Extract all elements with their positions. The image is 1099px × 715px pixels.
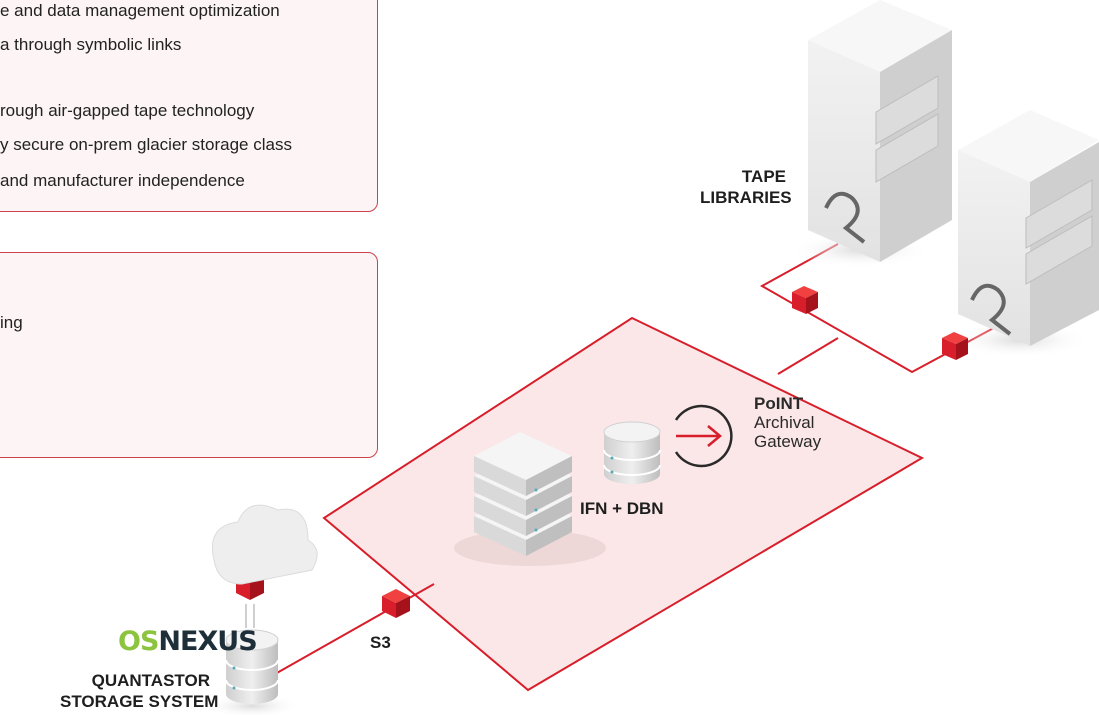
- gateway-sub-line: Gateway: [754, 432, 822, 451]
- quantastor-label: QUANTASTOR STORAGE SYSTEM: [60, 670, 219, 712]
- tape-libraries-label: TAPE LIBRARIES: [700, 166, 792, 208]
- feature-box-bottom: [0, 252, 378, 458]
- cloud-icon: [212, 504, 318, 628]
- feature-line: rough air-gapped tape technology: [0, 101, 255, 120]
- server-rack-icon: [950, 110, 1099, 358]
- server-stack-icon: [454, 432, 606, 566]
- quantastor-line: STORAGE SYSTEM: [60, 692, 219, 711]
- s3-label: S3: [370, 633, 391, 652]
- gateway-zone: [322, 316, 925, 692]
- osnexus-logo: OSNEXUS: [118, 626, 258, 657]
- tape-libraries-line: LIBRARIES: [700, 188, 792, 207]
- feature-line: e and data management optimization: [0, 1, 280, 20]
- red-cube-icon: [942, 332, 968, 360]
- database-icon: [603, 421, 661, 484]
- red-cube-icon: [792, 286, 818, 314]
- feature-line: ing: [0, 313, 23, 332]
- ifn-dbn-label: IFN + DBN: [580, 499, 664, 518]
- quantastor-line: QUANTASTOR: [91, 671, 210, 690]
- arrow-circle-icon: [674, 404, 733, 468]
- logo-os: OS: [118, 626, 159, 657]
- server-rack-icon: [790, 0, 952, 268]
- logo-nexus: NEXUS: [158, 626, 257, 657]
- feature-line: and manufacturer independence: [0, 171, 245, 190]
- gateway-label: PoINT Archival Gateway: [754, 394, 821, 451]
- feature-line: y secure on-prem glacier storage class: [0, 135, 292, 154]
- gateway-name: PoINT: [754, 394, 804, 413]
- tape-libraries-line: TAPE: [741, 167, 786, 186]
- feature-line: a through symbolic links: [0, 35, 182, 54]
- database-icon: [202, 629, 302, 715]
- red-cube-icon: [382, 589, 410, 618]
- feature-box-top: [0, 0, 378, 212]
- gateway-sub-line: Archival: [754, 413, 815, 432]
